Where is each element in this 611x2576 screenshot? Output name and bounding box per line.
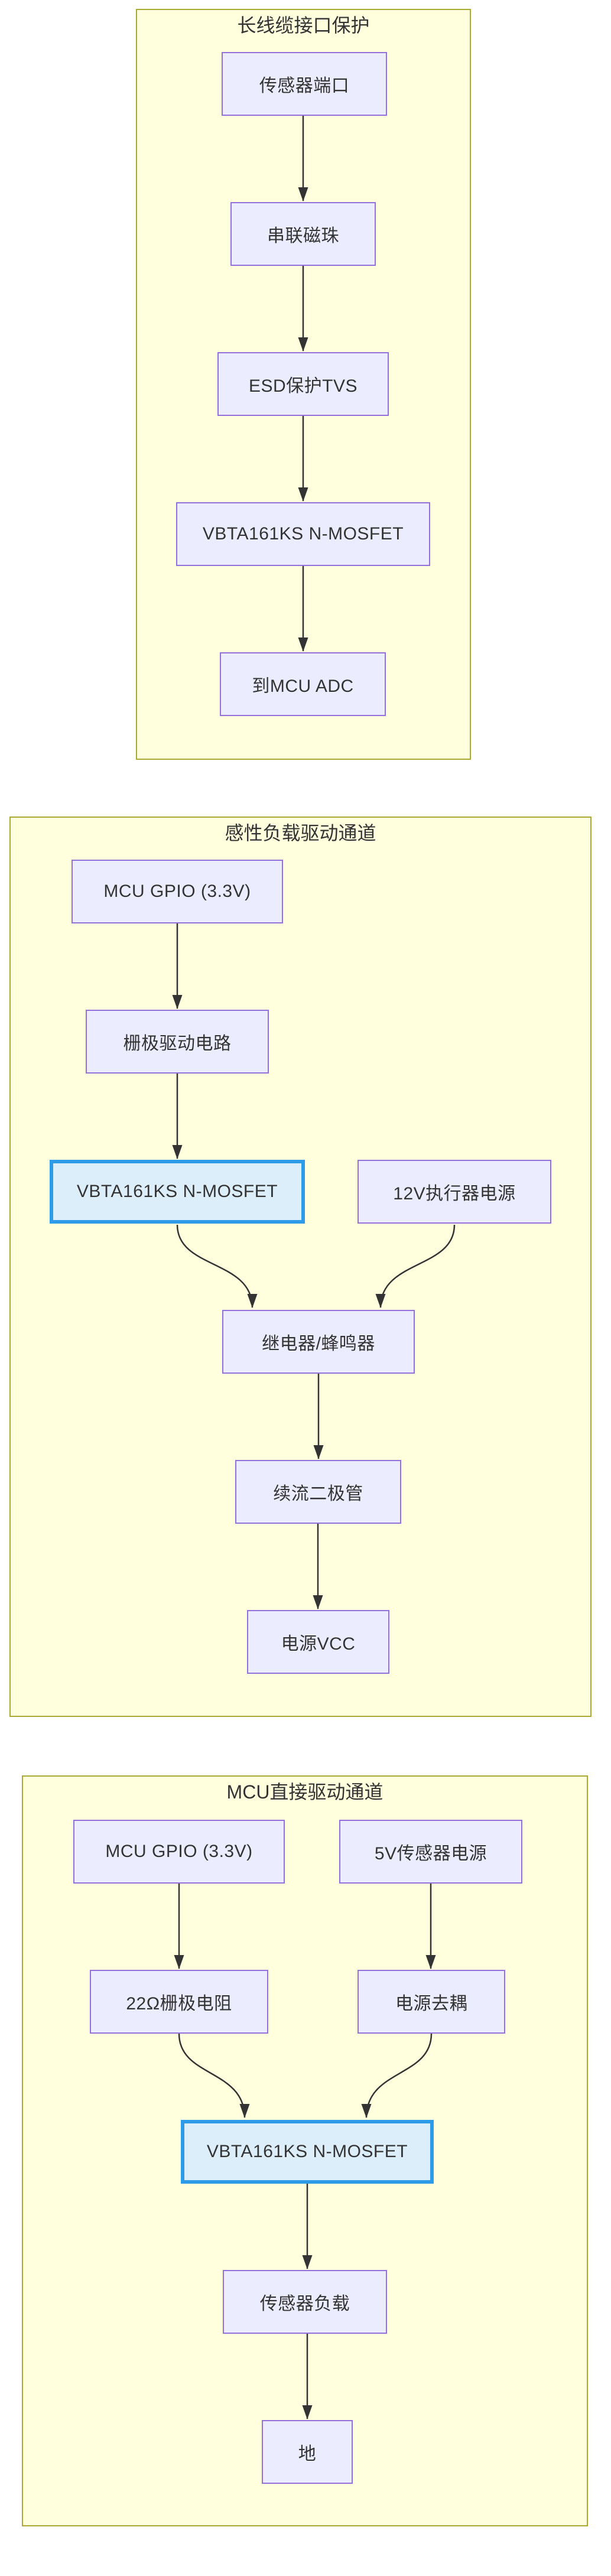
node-relay-buzzer: 继电器/蜂鸣器 — [222, 1310, 415, 1374]
node-esd-protection-tvs: ESD保护TVS — [217, 352, 389, 416]
node-mosfet-direct: VBTA161KS N-MOSFET — [181, 2120, 434, 2184]
group-mcu-direct-drive-channel-title: MCU直接驱动通道 — [226, 1781, 384, 1803]
group-inductive-load-channel: 感性负载驱动通道 — [9, 817, 592, 1717]
node-ground: 地 — [262, 2420, 353, 2484]
node-mosfet-cable-protection: VBTA161KS N-MOSFET — [176, 502, 430, 566]
node-mcu-gpio-direct: MCU GPIO (3.3V) — [73, 1820, 285, 1884]
node-12v-actuator-supply: 12V执行器电源 — [358, 1160, 551, 1224]
node-to-mcu-adc: 到MCU ADC — [220, 652, 386, 716]
node-gate-drive-circuit: 栅极驱动电路 — [86, 1010, 269, 1074]
group-inductive-load-channel-title: 感性负载驱动通道 — [225, 822, 376, 844]
node-sensor-load: 传感器负载 — [223, 2270, 387, 2334]
node-sensor-port: 传感器端口 — [222, 52, 387, 116]
node-5v-sensor-supply: 5V传感器电源 — [339, 1820, 522, 1884]
node-series-ferrite-bead: 串联磁珠 — [230, 202, 376, 266]
node-mcu-gpio-inductive: MCU GPIO (3.3V) — [72, 860, 283, 923]
node-power-vcc: 电源VCC — [247, 1610, 389, 1674]
group-cable-interface-protection-title: 长线缆接口保护 — [237, 15, 370, 36]
node-22ohm-gate-resistor: 22Ω栅极电阻 — [90, 1970, 268, 2034]
node-mosfet-inductive: VBTA161KS N-MOSFET — [50, 1160, 305, 1224]
node-flyback-diode: 续流二极管 — [235, 1460, 401, 1524]
node-power-decoupling: 电源去耦 — [358, 1970, 505, 2034]
